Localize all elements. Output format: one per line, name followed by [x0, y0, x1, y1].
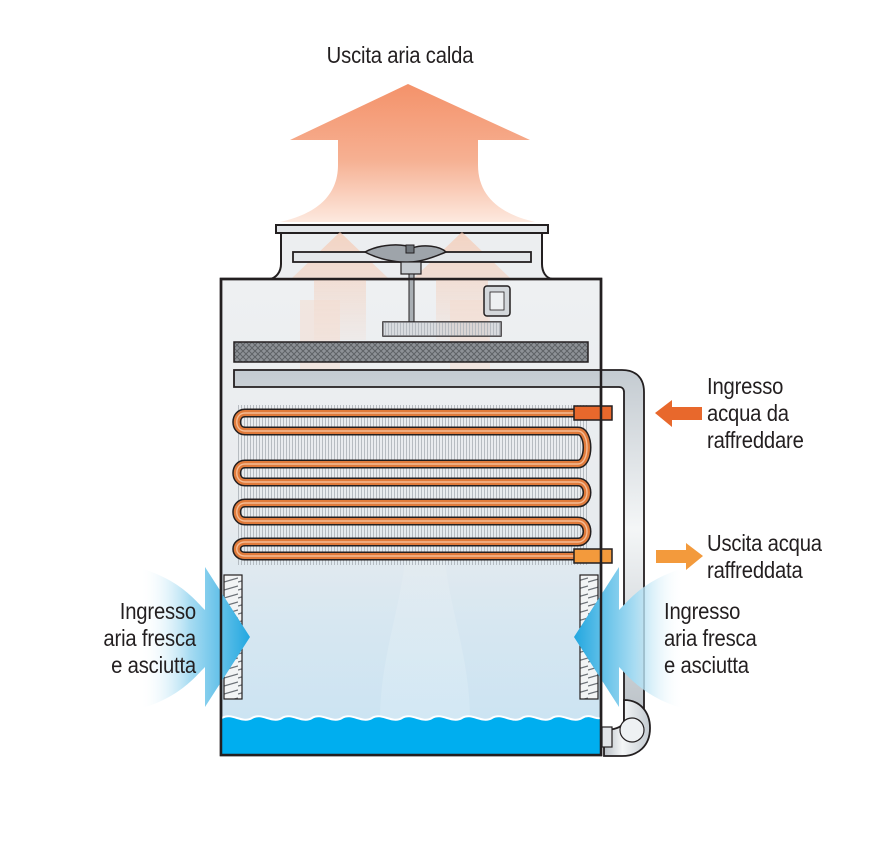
drift-eliminator: [233, 341, 589, 363]
hot-air-outlet-label: Uscita aria calda: [326, 42, 474, 68]
water-distribution-pipe: [233, 369, 651, 757]
air-inlet-label-left: Ingresso aria fresca e asciutta: [103, 598, 196, 678]
cold-air-plume: [380, 560, 470, 720]
coil-inlet-header: [573, 405, 613, 421]
water-basin: [221, 715, 601, 754]
water-outlet-arrow: [656, 543, 703, 570]
water-inlet-label: Ingresso acqua da raffreddare: [707, 373, 804, 453]
cold-air-inlet-arrow-left: [140, 567, 250, 709]
air-inlet-label-right: Ingresso aria fresca e asciutta: [664, 598, 757, 678]
water-inlet-arrow: [655, 400, 702, 427]
casing-outline: [219, 277, 603, 757]
fan-assembly: [292, 244, 532, 337]
heat-exchange-coil: [232, 405, 613, 564]
hot-air-outlet-arrow: [280, 84, 535, 222]
water-outlet-label: Uscita acqua raffreddata: [707, 530, 822, 583]
coil-outlet-header: [573, 548, 613, 564]
